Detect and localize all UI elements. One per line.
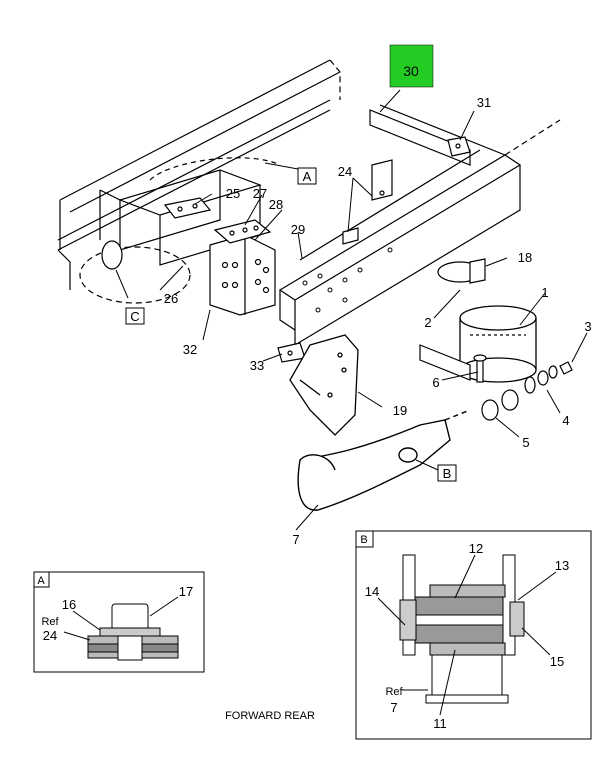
- callout-32: 32: [183, 342, 197, 357]
- callout-5: 5: [522, 435, 529, 450]
- bracket-33: [277, 342, 306, 363]
- detail-b-callout-13: 13: [555, 558, 569, 573]
- detail-a-panel: A 16 17 Ref 24: [33, 571, 205, 673]
- tire-outline: [79, 246, 191, 304]
- detail-b-ref-number: 7: [390, 700, 397, 715]
- detail-b-pin-11: [414, 624, 509, 704]
- trailing-arm-7: [297, 409, 471, 511]
- air-spring-1: [459, 305, 537, 383]
- callout-6: 6: [432, 375, 439, 390]
- highlight-box-30: [389, 44, 434, 88]
- callout-3: 3: [584, 319, 591, 334]
- detail-a-leaders: [63, 596, 179, 641]
- right-frame-rail: [278, 104, 561, 347]
- detail-b-callout-15: 15: [550, 654, 564, 669]
- plate-25: [163, 197, 212, 219]
- left-frame-rail: [57, 59, 341, 290]
- callout-31: 31: [477, 95, 491, 110]
- detail-a-bolt: [99, 603, 161, 661]
- hub: [101, 240, 123, 270]
- callout-numbers: 31 24 25 27 28 29 26 32 33 18 1 2 3 6 4 …: [164, 95, 592, 547]
- bracket-24: [342, 159, 393, 245]
- detail-b-callout-14: 14: [365, 584, 379, 599]
- detail-b-callout-12: 12: [469, 541, 483, 556]
- svg-text:B: B: [443, 466, 452, 481]
- detail-a-callout-16: 16: [62, 597, 76, 612]
- leader-lines: [115, 89, 588, 531]
- plate-31: [447, 136, 471, 157]
- detail-b-panel: B 12 13 14 15 Ref 7 11: [355, 530, 592, 740]
- svg-text:A: A: [303, 169, 312, 184]
- detail-b-nuts: [399, 599, 525, 641]
- detail-b-ref-word: Ref: [385, 686, 403, 698]
- callout-7: 7: [292, 532, 299, 547]
- washer-stack-3-4: [524, 361, 573, 394]
- detail-a-ref-number: 24: [43, 628, 57, 643]
- detail-b-callout-11: 11: [433, 716, 447, 731]
- callout-26: 26: [164, 291, 178, 306]
- callout-28: 28: [269, 197, 283, 212]
- detail-b-tag: B: [360, 534, 367, 546]
- view-tag-c: C: [125, 307, 145, 325]
- callout-29: 29: [291, 222, 305, 237]
- plate-18: [437, 258, 486, 284]
- bushing-5: [481, 389, 519, 421]
- callout-30: 30: [403, 63, 419, 79]
- detail-a-ref-word: Ref: [41, 616, 59, 628]
- callout-4: 4: [562, 413, 569, 428]
- detail-a-tag: A: [37, 575, 45, 587]
- detail-b-leaders: [377, 554, 557, 716]
- callout-24: 24: [338, 164, 352, 179]
- callout-33: 33: [250, 358, 264, 373]
- svg-text:C: C: [130, 309, 139, 324]
- bolt-6: [473, 354, 487, 383]
- view-tag-a: A: [297, 167, 317, 185]
- view-tag-b: B: [437, 464, 457, 482]
- view-caption: FORWARD REAR: [225, 710, 315, 722]
- callout-19: 19: [393, 403, 407, 418]
- callout-18: 18: [518, 250, 532, 265]
- frame-holes: [302, 247, 393, 313]
- callout-25: 25: [226, 186, 240, 201]
- hanger-bracket-32: [209, 234, 276, 316]
- detail-a-callout-17: 17: [179, 584, 193, 599]
- axle-pipe: [419, 344, 471, 381]
- callout-27: 27: [253, 186, 267, 201]
- hanger-19: [289, 334, 359, 436]
- callout-1: 1: [541, 285, 548, 300]
- plate-27: [213, 219, 272, 244]
- callout-2: 2: [424, 315, 431, 330]
